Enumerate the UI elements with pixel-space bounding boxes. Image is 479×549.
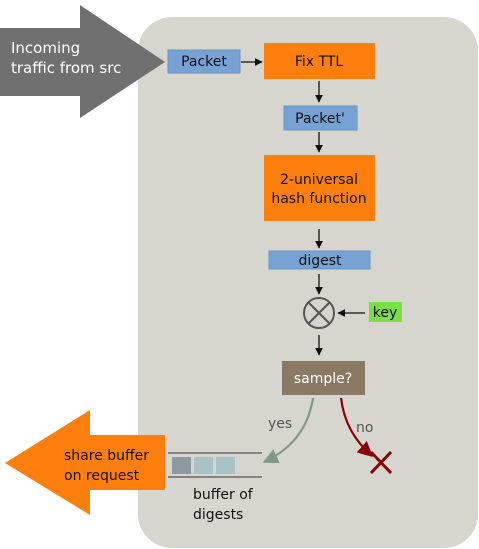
digest-buffer <box>168 452 262 478</box>
hash-label-line1: 2-universal <box>280 172 358 188</box>
yes-arrow <box>262 397 315 464</box>
buffer-slot <box>216 457 235 474</box>
incoming-label-line2: traffic from src <box>11 59 121 77</box>
packet-box <box>167 49 241 74</box>
hash-function-box <box>264 155 375 221</box>
share-label-line2: on request <box>64 468 140 484</box>
buffer-slot <box>172 457 191 474</box>
hash-label-line2: hash function <box>271 191 366 207</box>
packet-prime-label: Packet' <box>295 111 345 127</box>
sample-label: sample? <box>294 371 352 387</box>
no-label: no <box>356 420 373 436</box>
fix-ttl-box <box>264 43 375 79</box>
share-buffer-arrow <box>5 410 165 515</box>
incoming-traffic-arrow <box>0 5 165 118</box>
no-arrow <box>339 397 374 458</box>
packet-prime-box <box>283 105 358 131</box>
xor-operator-icon <box>303 297 335 329</box>
digest-label: digest <box>298 253 342 269</box>
packet-label: Packet <box>181 54 227 70</box>
buffer-label-line2: digests <box>193 507 243 523</box>
digest-box <box>268 250 371 270</box>
buffer-label-line1: buffer of <box>193 487 254 503</box>
fix-ttl-label: Fix TTL <box>295 54 344 70</box>
key-label: key <box>373 305 398 321</box>
buffer-slot <box>194 457 213 474</box>
key-box <box>369 302 402 322</box>
drop-cross-icon <box>369 450 393 475</box>
incoming-label-line1: Incoming <box>11 39 80 57</box>
share-label-line1: share buffer <box>64 448 149 464</box>
yes-label: yes <box>268 416 292 432</box>
sample-decision-box <box>282 361 365 395</box>
background-panel <box>138 17 478 548</box>
